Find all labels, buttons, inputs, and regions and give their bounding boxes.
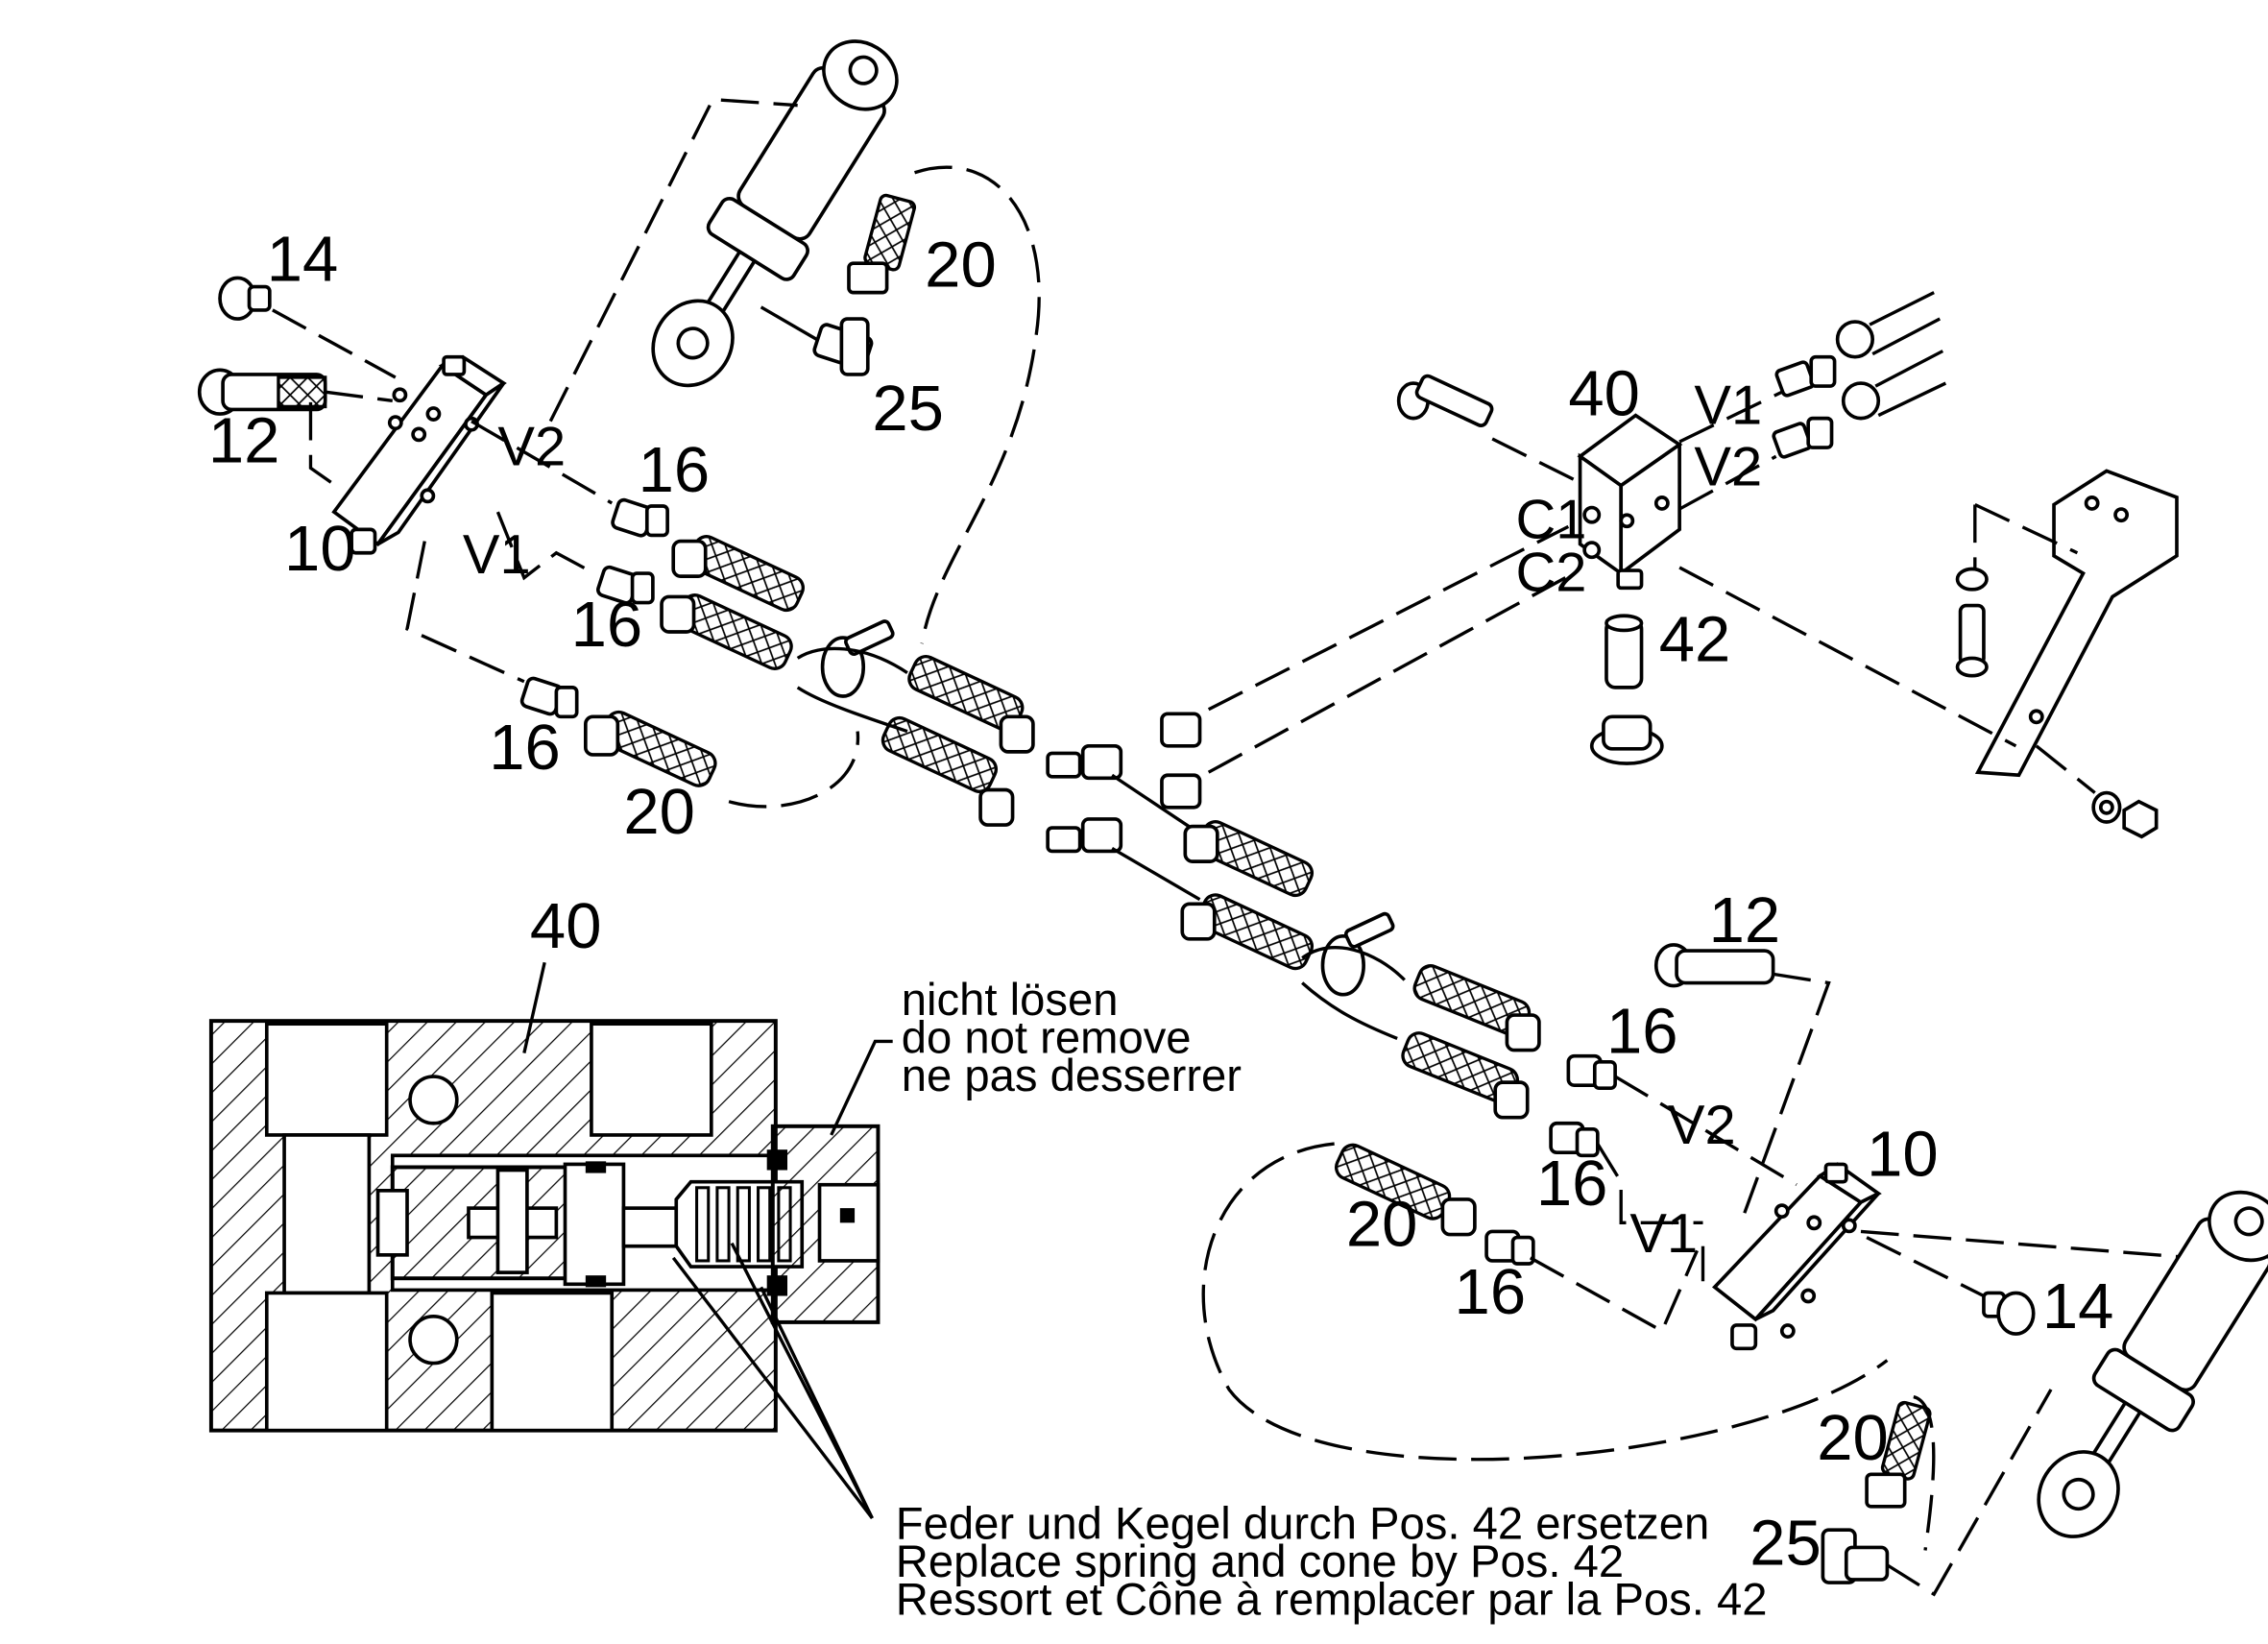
label-bolt-top: 12	[208, 404, 280, 476]
note-do-not-loosen: nicht lösen do not remove ne pas desserr…	[902, 975, 1242, 1101]
label-hose-left: 20	[623, 776, 695, 848]
note-line: do not remove	[902, 1013, 1192, 1064]
note-line: ne pas desserrer	[902, 1051, 1242, 1101]
label-v1-top: V1	[463, 524, 531, 586]
label-fitting-16-e: 16	[1536, 1148, 1608, 1220]
label-screw-top: 14	[267, 223, 339, 295]
bolt-12-bottom	[1653, 943, 1775, 988]
tee-fitting-bottom	[1821, 1528, 1890, 1584]
label-fitting-16-c: 16	[489, 712, 561, 784]
section-title-leader	[522, 961, 546, 1054]
label-v2-block: V2	[1694, 437, 1762, 498]
note-leader-top	[830, 1039, 893, 1136]
label-valve-top: 10	[284, 513, 356, 585]
label-cyl-top: 25	[872, 373, 944, 445]
label-screw-bottom: 14	[2042, 1270, 2114, 1342]
hose-20-bottom-left	[1334, 1143, 1477, 1237]
fitting-16-d	[1566, 1053, 1617, 1091]
cylinder-route-bottom	[1886, 1389, 2053, 1597]
fitting-16-f	[1484, 1229, 1535, 1266]
washer-nut	[2091, 790, 2159, 839]
screw-14-top	[218, 276, 272, 321]
fittings-v1-v2-right	[1772, 291, 1947, 459]
label-fitting-16-a: 16	[639, 434, 711, 506]
hose-clamp-upper	[796, 619, 908, 734]
note-replace-spring: Feder und Kegel durch Pos. 42 ersetzen R…	[896, 1498, 1768, 1625]
note-leaders-bottom	[671, 1242, 874, 1520]
note-line: Replace spring and cone by Pos. 42	[896, 1536, 1624, 1587]
screw-14-bottom	[1982, 1291, 2036, 1336]
fitting-16-c	[519, 676, 579, 719]
hose-route-top	[914, 165, 1041, 644]
label-section-title: 40	[530, 890, 602, 962]
label-v1-bottom: V1	[1629, 1203, 1698, 1265]
lower-hoses	[1401, 964, 1541, 1120]
mounting-bracket	[1974, 469, 2179, 778]
note-line: nicht lösen	[902, 975, 1119, 1026]
label-v2-bottom: V2	[1668, 1095, 1736, 1156]
valve-block-40	[1577, 413, 1683, 591]
label-c1: C1	[1516, 490, 1587, 551]
label-v1-block: V1	[1694, 375, 1762, 437]
hose-clamp-lower	[1301, 911, 1406, 1040]
fitting-16-a	[611, 497, 669, 538]
valve-block-bottom	[1711, 1162, 1882, 1351]
note-line: Feder und Kegel durch Pos. 42 ersetzen	[896, 1498, 1710, 1549]
label-fitting-16-d: 16	[1606, 996, 1678, 1068]
tee-fitting-top	[760, 305, 874, 376]
insert-42	[1604, 614, 1644, 689]
label-v2-top: V2	[497, 416, 566, 477]
label-insert: 42	[1659, 603, 1731, 675]
shock-cylinder-bottom	[2037, 1190, 2268, 1538]
hose-route-left	[728, 731, 859, 809]
label-fitting-16-b: 16	[571, 589, 643, 661]
label-block-top: 40	[1568, 358, 1640, 430]
bracket-bolt	[1955, 567, 1989, 678]
label-hose-bottom-left: 20	[1346, 1189, 1418, 1261]
hose-route-bottom-right	[1913, 1394, 1936, 1551]
hose-fitting-top	[847, 193, 917, 295]
label-valve-bottom: 10	[1867, 1119, 1939, 1191]
central-hoses	[881, 654, 1315, 971]
hose-20-bottom-right	[1865, 1400, 1932, 1509]
label-fitting-16-f: 16	[1455, 1256, 1527, 1328]
label-cyl-bottom: 25	[1749, 1508, 1822, 1580]
bolt-12-top	[197, 368, 327, 416]
label-hose-bottom-right: 20	[1817, 1402, 1889, 1474]
hose-set-left	[583, 535, 805, 787]
label-hose-top: 20	[925, 230, 997, 302]
label-c2: C2	[1516, 542, 1587, 603]
bolt-block-40	[1396, 374, 1494, 427]
hose-route-bottom	[1201, 1142, 1889, 1462]
plug-cap	[1589, 714, 1664, 765]
fitting-16-e	[1549, 1121, 1600, 1158]
label-bolt-bottom: 12	[1709, 884, 1781, 956]
section-view-block-40	[208, 1019, 881, 1433]
shock-cylinder-top	[651, 39, 899, 388]
note-line: Ressort et Cône à remplacer par la Pos. …	[896, 1575, 1768, 1626]
bolt-route-bottom	[1739, 972, 1831, 1223]
fitting-16-b	[596, 565, 655, 605]
